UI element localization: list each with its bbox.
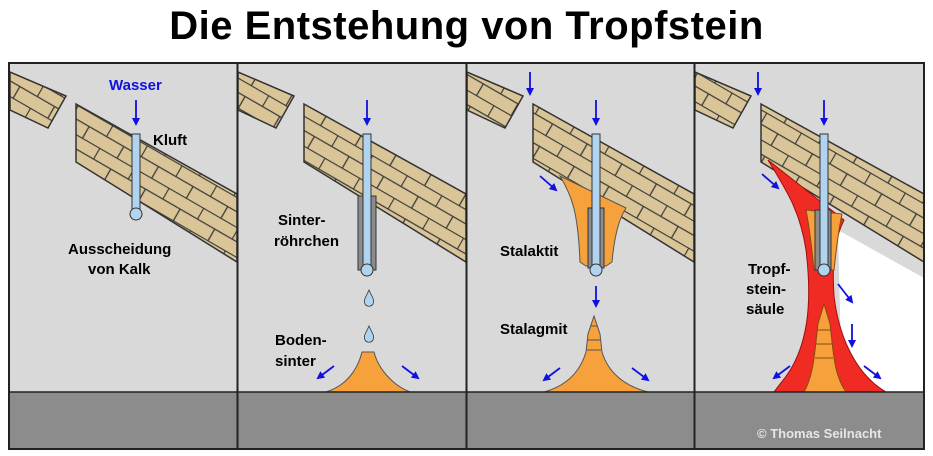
label-boden: Boden- <box>275 332 327 349</box>
label-roehrchen: röhrchen <box>274 233 339 250</box>
crack-water <box>592 134 600 266</box>
label-von-kalk: von Kalk <box>88 261 151 278</box>
label-stalagmit: Stalagmit <box>500 321 568 338</box>
label-sinter-floor: sinter <box>275 353 316 370</box>
panel-3-stalactite: Stalaktit Stalagmit <box>467 64 694 448</box>
label-ausscheidung: Ausscheidung <box>68 241 171 258</box>
copyright-text: © Thomas Seilnacht <box>757 426 882 441</box>
crack-water <box>820 134 828 266</box>
panel-1-crack: Wasser Kluft Ausscheidung von Kalk <box>10 64 237 448</box>
crack-water <box>132 134 140 210</box>
water-drop <box>818 264 830 276</box>
label-sinter: Sinter- <box>278 212 326 229</box>
panel-2-sinter-tube: Sinter- röhrchen Boden- sinter <box>238 64 466 448</box>
water-drop <box>361 264 373 276</box>
crack-water <box>363 134 371 266</box>
label-kluft: Kluft <box>153 132 187 149</box>
water-drop <box>130 208 142 220</box>
water-drop <box>590 264 602 276</box>
cave-floor <box>467 392 694 448</box>
cave-floor <box>238 392 466 448</box>
label-saeule: säule <box>746 301 784 318</box>
panel-4-column: Tropf- stein- säule <box>695 64 924 448</box>
label-tropf: Tropf- <box>748 261 791 278</box>
label-wasser: Wasser <box>109 77 162 94</box>
label-stalaktit: Stalaktit <box>500 243 558 260</box>
cave-floor <box>10 392 237 448</box>
label-stein: stein- <box>746 281 786 298</box>
